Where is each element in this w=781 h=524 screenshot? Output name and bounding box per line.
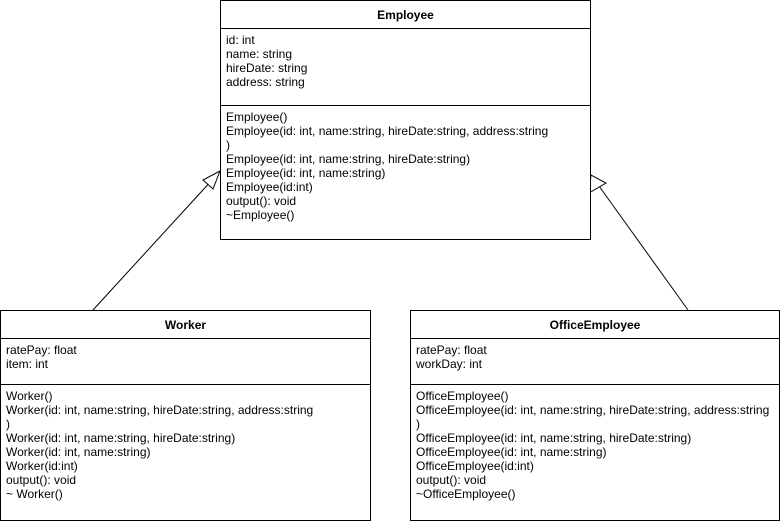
attribute: ratePay: float	[6, 343, 77, 357]
attribute: address: string	[226, 75, 305, 89]
attribute: ratePay: float	[416, 343, 487, 357]
operation: Employee(id:int)	[226, 180, 313, 194]
attribute: name: string	[226, 47, 293, 61]
operation: OfficeEmployee(id: int, name:string, hir…	[416, 403, 770, 417]
employee-attributes: id: int name: string hireDate: string ad…	[221, 29, 590, 106]
operation: )	[6, 417, 10, 431]
operation: )	[226, 138, 230, 152]
operation: output(): void	[226, 194, 297, 208]
operation: Worker(id: int, name:string, hireDate:st…	[6, 431, 236, 445]
employee-class-box[interactable]: Employee id: int name: string hireDate: …	[220, 0, 591, 240]
operation: OfficeEmployee()	[416, 389, 509, 403]
operation: Worker()	[6, 389, 53, 403]
worker-class-box[interactable]: Worker ratePay: float item: int Worker()…	[0, 310, 371, 521]
operation: OfficeEmployee(id:int)	[416, 459, 534, 473]
operation: Employee(id: int, name:string, hireDate:…	[226, 124, 549, 138]
operation: Worker(id: int, name:string)	[6, 445, 151, 459]
attribute: id: int	[226, 33, 255, 47]
attribute: workDay: int	[416, 357, 483, 371]
employee-class-name: Employee	[221, 1, 590, 29]
office-employee-attributes: ratePay: float workDay: int	[411, 339, 779, 385]
worker-generalization-arrowhead	[202, 169, 221, 190]
worker-generalization-line	[92, 178, 214, 311]
worker-attributes: ratePay: float item: int	[1, 339, 370, 385]
operation: Employee(id: int, name:string)	[226, 166, 386, 180]
office-employee-generalization-arrowhead	[588, 174, 608, 194]
worker-operations: Worker() Worker(id: int, name:string, hi…	[1, 385, 370, 501]
operation: Employee()	[226, 110, 288, 124]
operation: Worker(id:int)	[6, 459, 78, 473]
operation: output(): void	[6, 473, 77, 487]
operation: OfficeEmployee(id: int, name:string, hir…	[416, 431, 692, 445]
office-employee-class-box[interactable]: OfficeEmployee ratePay: float workDay: i…	[410, 310, 780, 521]
operation: Worker(id: int, name:string, hireDate:st…	[6, 403, 314, 417]
employee-operations: Employee() Employee(id: int, name:string…	[221, 106, 590, 222]
office-employee-generalization-line	[598, 185, 689, 311]
office-employee-class-name: OfficeEmployee	[411, 311, 779, 339]
operation: ~Employee()	[226, 208, 295, 222]
office-employee-operations: OfficeEmployee() OfficeEmployee(id: int,…	[411, 385, 779, 501]
operation: )	[416, 417, 420, 431]
attribute: item: int	[6, 357, 49, 371]
operation: ~ Worker()	[6, 487, 63, 501]
operation: output(): void	[416, 473, 487, 487]
operation: ~OfficeEmployee()	[416, 487, 516, 501]
operation: Employee(id: int, name:string, hireDate:…	[226, 152, 471, 166]
worker-class-name: Worker	[1, 311, 370, 339]
attribute: hireDate: string	[226, 61, 308, 75]
operation: OfficeEmployee(id: int, name:string)	[416, 445, 607, 459]
